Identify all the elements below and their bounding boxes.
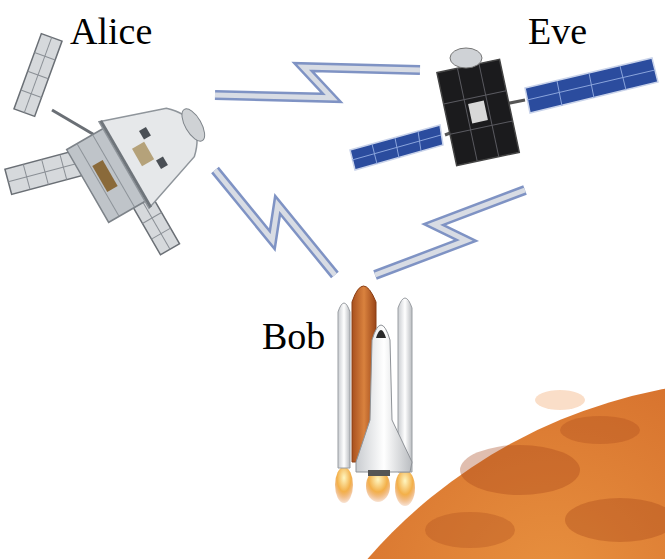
node-label: Eve xyxy=(528,12,587,50)
illustration-part xyxy=(527,70,655,100)
planet-spot xyxy=(460,445,580,495)
illustration-part xyxy=(8,162,81,182)
booster xyxy=(338,303,350,468)
illustration-part xyxy=(132,142,154,166)
satellite-body xyxy=(437,59,519,165)
engine-flame xyxy=(335,467,353,503)
illustration-part xyxy=(77,144,119,217)
spacecraft-node: Bob xyxy=(255,275,425,505)
engine-flame xyxy=(366,470,390,502)
illustration-part xyxy=(99,82,218,209)
planet-spot xyxy=(565,498,665,542)
lightning-link xyxy=(215,67,420,98)
antenna-dish xyxy=(450,48,482,68)
capsule xyxy=(63,78,226,230)
bolt-outline xyxy=(215,170,335,275)
solar-panel xyxy=(350,125,443,170)
illustration-part xyxy=(156,156,168,169)
illustration-part xyxy=(352,135,441,160)
solar-panel xyxy=(14,34,62,117)
illustration-part xyxy=(450,121,513,134)
node-label: Alice xyxy=(70,12,152,50)
planet-spot xyxy=(535,390,585,410)
illustration-part xyxy=(24,37,51,112)
illustration-part xyxy=(177,105,209,144)
orbiter xyxy=(356,325,412,472)
illustration-part xyxy=(557,81,562,106)
alice-spacecraft xyxy=(5,34,225,255)
engine-flame xyxy=(395,470,415,506)
spacecraft-node: Eve xyxy=(420,5,660,190)
bolt-fill xyxy=(375,190,525,275)
engine-bell xyxy=(368,470,390,476)
illustration-part xyxy=(14,34,62,117)
node-label: Bob xyxy=(262,317,325,355)
bob-shuttle xyxy=(335,286,415,506)
illustration-part xyxy=(92,160,117,192)
lightning-link xyxy=(215,170,335,275)
illustration-part xyxy=(350,125,443,170)
illustration-part xyxy=(444,91,507,104)
illustration-part xyxy=(437,59,519,165)
illustration-part xyxy=(139,127,151,140)
bolt-fill xyxy=(215,67,420,98)
bolt-outline xyxy=(375,190,525,275)
planet-disc xyxy=(240,380,665,559)
orbiter-window xyxy=(376,330,386,338)
spacecraft-node: Alice xyxy=(8,5,215,245)
illustration-part xyxy=(525,58,658,113)
illustration-part xyxy=(468,101,488,124)
planet-spot xyxy=(560,416,640,444)
lightning-link xyxy=(375,190,525,275)
solar-panel xyxy=(525,58,658,113)
mars-planet xyxy=(240,380,665,559)
planet-spot xyxy=(425,512,515,548)
bolt-outline xyxy=(215,67,420,98)
bolt-fill xyxy=(215,170,335,275)
